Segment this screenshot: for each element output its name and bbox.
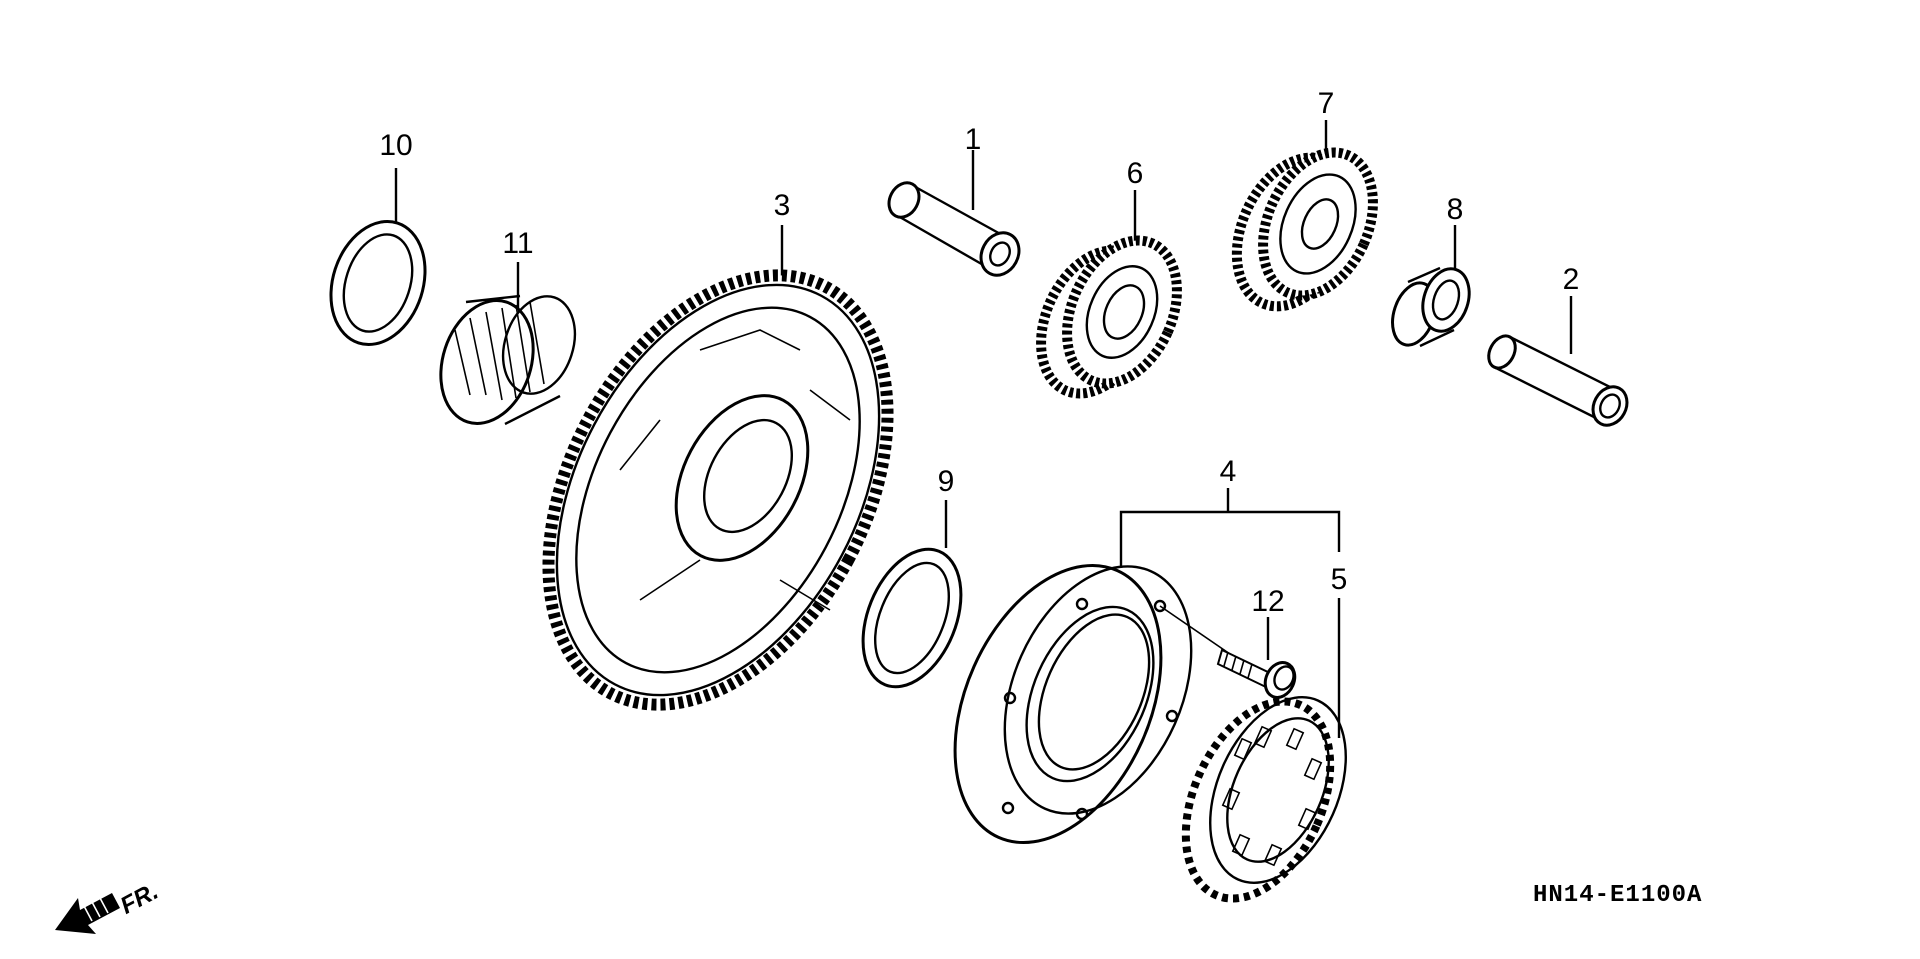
part-8-collar (1391, 266, 1471, 348)
callout-4: 4 (1219, 455, 1237, 488)
callout-5: 5 (1330, 563, 1348, 596)
callout-7: 7 (1317, 87, 1335, 120)
part-1-shaft (887, 181, 1021, 277)
part-9-washer (861, 547, 963, 689)
part-11-needle-bearing (439, 294, 577, 426)
callout-8: 8 (1446, 193, 1464, 226)
callout-1: 1 (964, 123, 982, 156)
leader-4 (1119, 510, 1341, 568)
part-7-reduction-gear (1231, 147, 1378, 312)
callout-3: 3 (773, 189, 791, 222)
part-12-bolt (1216, 648, 1297, 699)
callout-12: 12 (1251, 585, 1285, 618)
callout-11: 11 (502, 227, 534, 260)
front-arrow-icon (55, 893, 120, 934)
part-10-washer (329, 219, 427, 347)
part-3-driven-gear (542, 269, 894, 711)
callout-9: 9 (937, 465, 955, 498)
callout-6: 6 (1126, 157, 1144, 190)
part-4-clutch-outer (953, 563, 1231, 845)
leader-lines (394, 120, 1573, 738)
part-2-shaft (1487, 334, 1629, 427)
callout-10: 10 (379, 129, 413, 162)
callout-2: 2 (1562, 263, 1580, 296)
diagram-code: HN14-E1100A (1533, 882, 1703, 909)
part-6-idle-gear (1036, 235, 1182, 399)
part-5-one-way-clutch (1181, 696, 1347, 903)
